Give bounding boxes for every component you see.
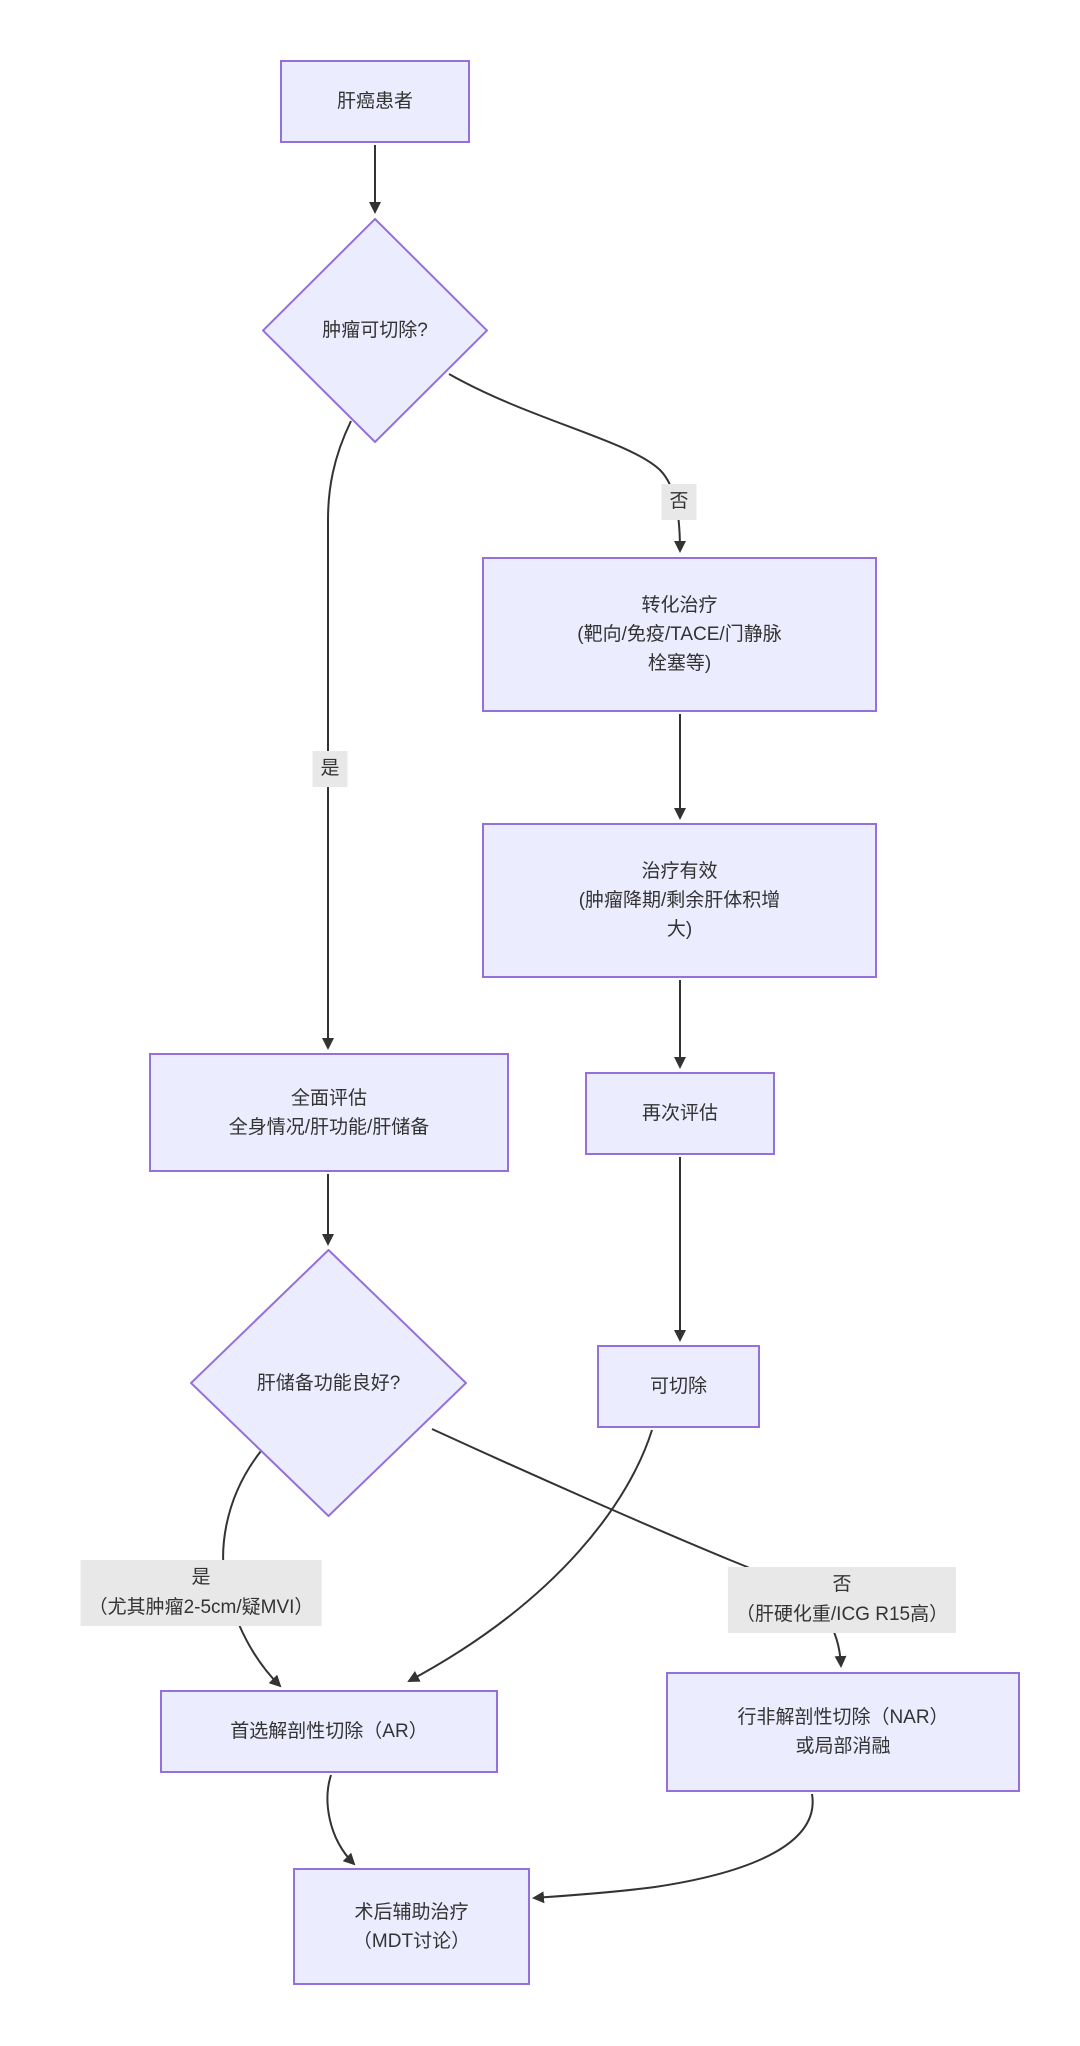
edge-label-yes-detail-line2: （尤其肿瘤2-5cm/疑MVI）: [88, 1597, 314, 1618]
node-ar-label: 首选解剖性切除（AR）: [230, 1721, 428, 1742]
node-non-anatomic-resection: 行非解剖性切除（NAR） 或局部消融: [666, 1672, 1020, 1792]
diamond-shape-icon: [190, 1249, 467, 1517]
edge-nar-to-adjuvant: [532, 1793, 814, 1904]
edge-ar-to-adjuvant: [326, 1774, 356, 1866]
node-effective-label-line2: (肿瘤降期/剩余肝体积增: [578, 890, 781, 911]
decision-liver-reserve: 肝储备功能良好?: [190, 1249, 467, 1517]
edge-resectable-q-yes-to-assessment: [322, 420, 352, 1050]
node-conversion-label-line1: 转化治疗: [641, 595, 718, 616]
node-comprehensive-assessment: 全面评估 全身情况/肝功能/肝储备: [149, 1053, 509, 1172]
decision-tumor-resectable: 肿瘤可切除?: [262, 218, 488, 443]
node-adjuvant-label-line2: （MDT讨论）: [352, 1930, 471, 1952]
node-nar-label-line2: 或局部消融: [795, 1736, 891, 1757]
edge-label-yes-text: 是: [320, 758, 340, 779]
node-effective-label-line3: 大): [666, 919, 693, 940]
decision-liver-reserve-label: 肝储备功能良好?: [256, 1372, 401, 1394]
edge-label-no-text: 否: [669, 491, 689, 512]
edge-label-yes-detail-line1: 是: [191, 1567, 211, 1588]
node-adjuvant-label-line1: 术后辅助治疗: [354, 1901, 469, 1923]
node-conversion-label-line2: (靶向/免疫/TACE/门静脉: [577, 624, 782, 645]
edge-label-no: 否: [661, 484, 697, 520]
node-treatment-effective: 治疗有效 (肿瘤降期/剩余肝体积增 大): [482, 823, 877, 978]
node-postop-adjuvant: 术后辅助治疗 （MDT讨论）: [293, 1868, 530, 1985]
node-reassessment: 再次评估: [585, 1072, 775, 1155]
node-nar-label-line1: 行非解剖性切除（NAR）: [737, 1707, 949, 1728]
node-patient: 肝癌患者: [280, 60, 470, 143]
decision-tumor-resectable-label: 肿瘤可切除?: [322, 320, 428, 341]
edge-label-no-detail-line1: 否: [832, 1574, 852, 1595]
edge-label-yes: 是: [312, 751, 348, 787]
diamond-shape-icon: [262, 218, 488, 443]
node-anatomic-resection: 首选解剖性切除（AR）: [160, 1690, 498, 1773]
node-effective-label-line1: 治疗有效: [641, 861, 718, 882]
node-resectable-label: 可切除: [649, 1376, 707, 1397]
node-reassessment-label: 再次评估: [641, 1103, 718, 1124]
edge-label-no-detail-line2: （肝硬化重/ICG R15高）: [735, 1604, 949, 1625]
node-conversion-therapy: 转化治疗 (靶向/免疫/TACE/门静脉 栓塞等): [482, 557, 877, 712]
node-patient-label: 肝癌患者: [336, 91, 413, 112]
node-assessment-label-line2: 全身情况/肝功能/肝储备: [228, 1116, 430, 1138]
node-resectable: 可切除: [597, 1345, 760, 1428]
edge-resectable-to-ar: [407, 1429, 653, 1682]
node-assessment-label-line1: 全面评估: [290, 1087, 367, 1109]
node-conversion-label-line3: 栓塞等): [647, 653, 712, 674]
edge-label-no-detail: 否 （肝硬化重/ICG R15高）: [727, 1567, 957, 1633]
edge-label-yes-detail: 是 （尤其肿瘤2-5cm/疑MVI）: [80, 1560, 322, 1626]
